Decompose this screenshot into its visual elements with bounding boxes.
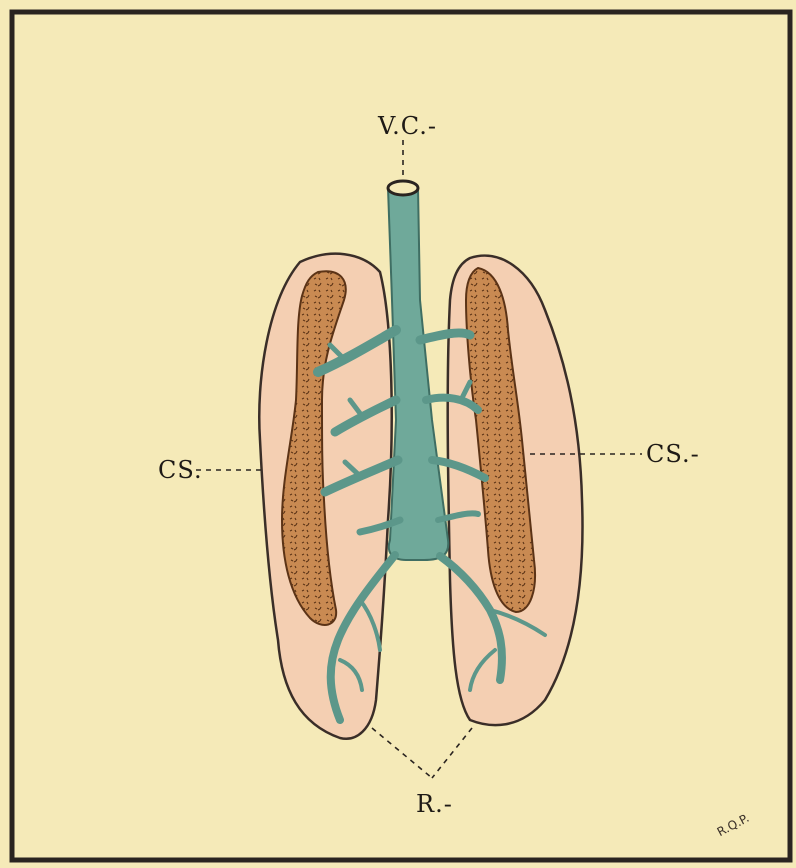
label-vena-cava: V.C.-: [378, 112, 437, 140]
label-cortical-substance-left: CS.: [158, 456, 203, 484]
vena-cava-opening: [388, 181, 418, 195]
label-cortical-substance-right: CS.-: [646, 440, 700, 468]
label-renal: R.-: [416, 790, 453, 818]
